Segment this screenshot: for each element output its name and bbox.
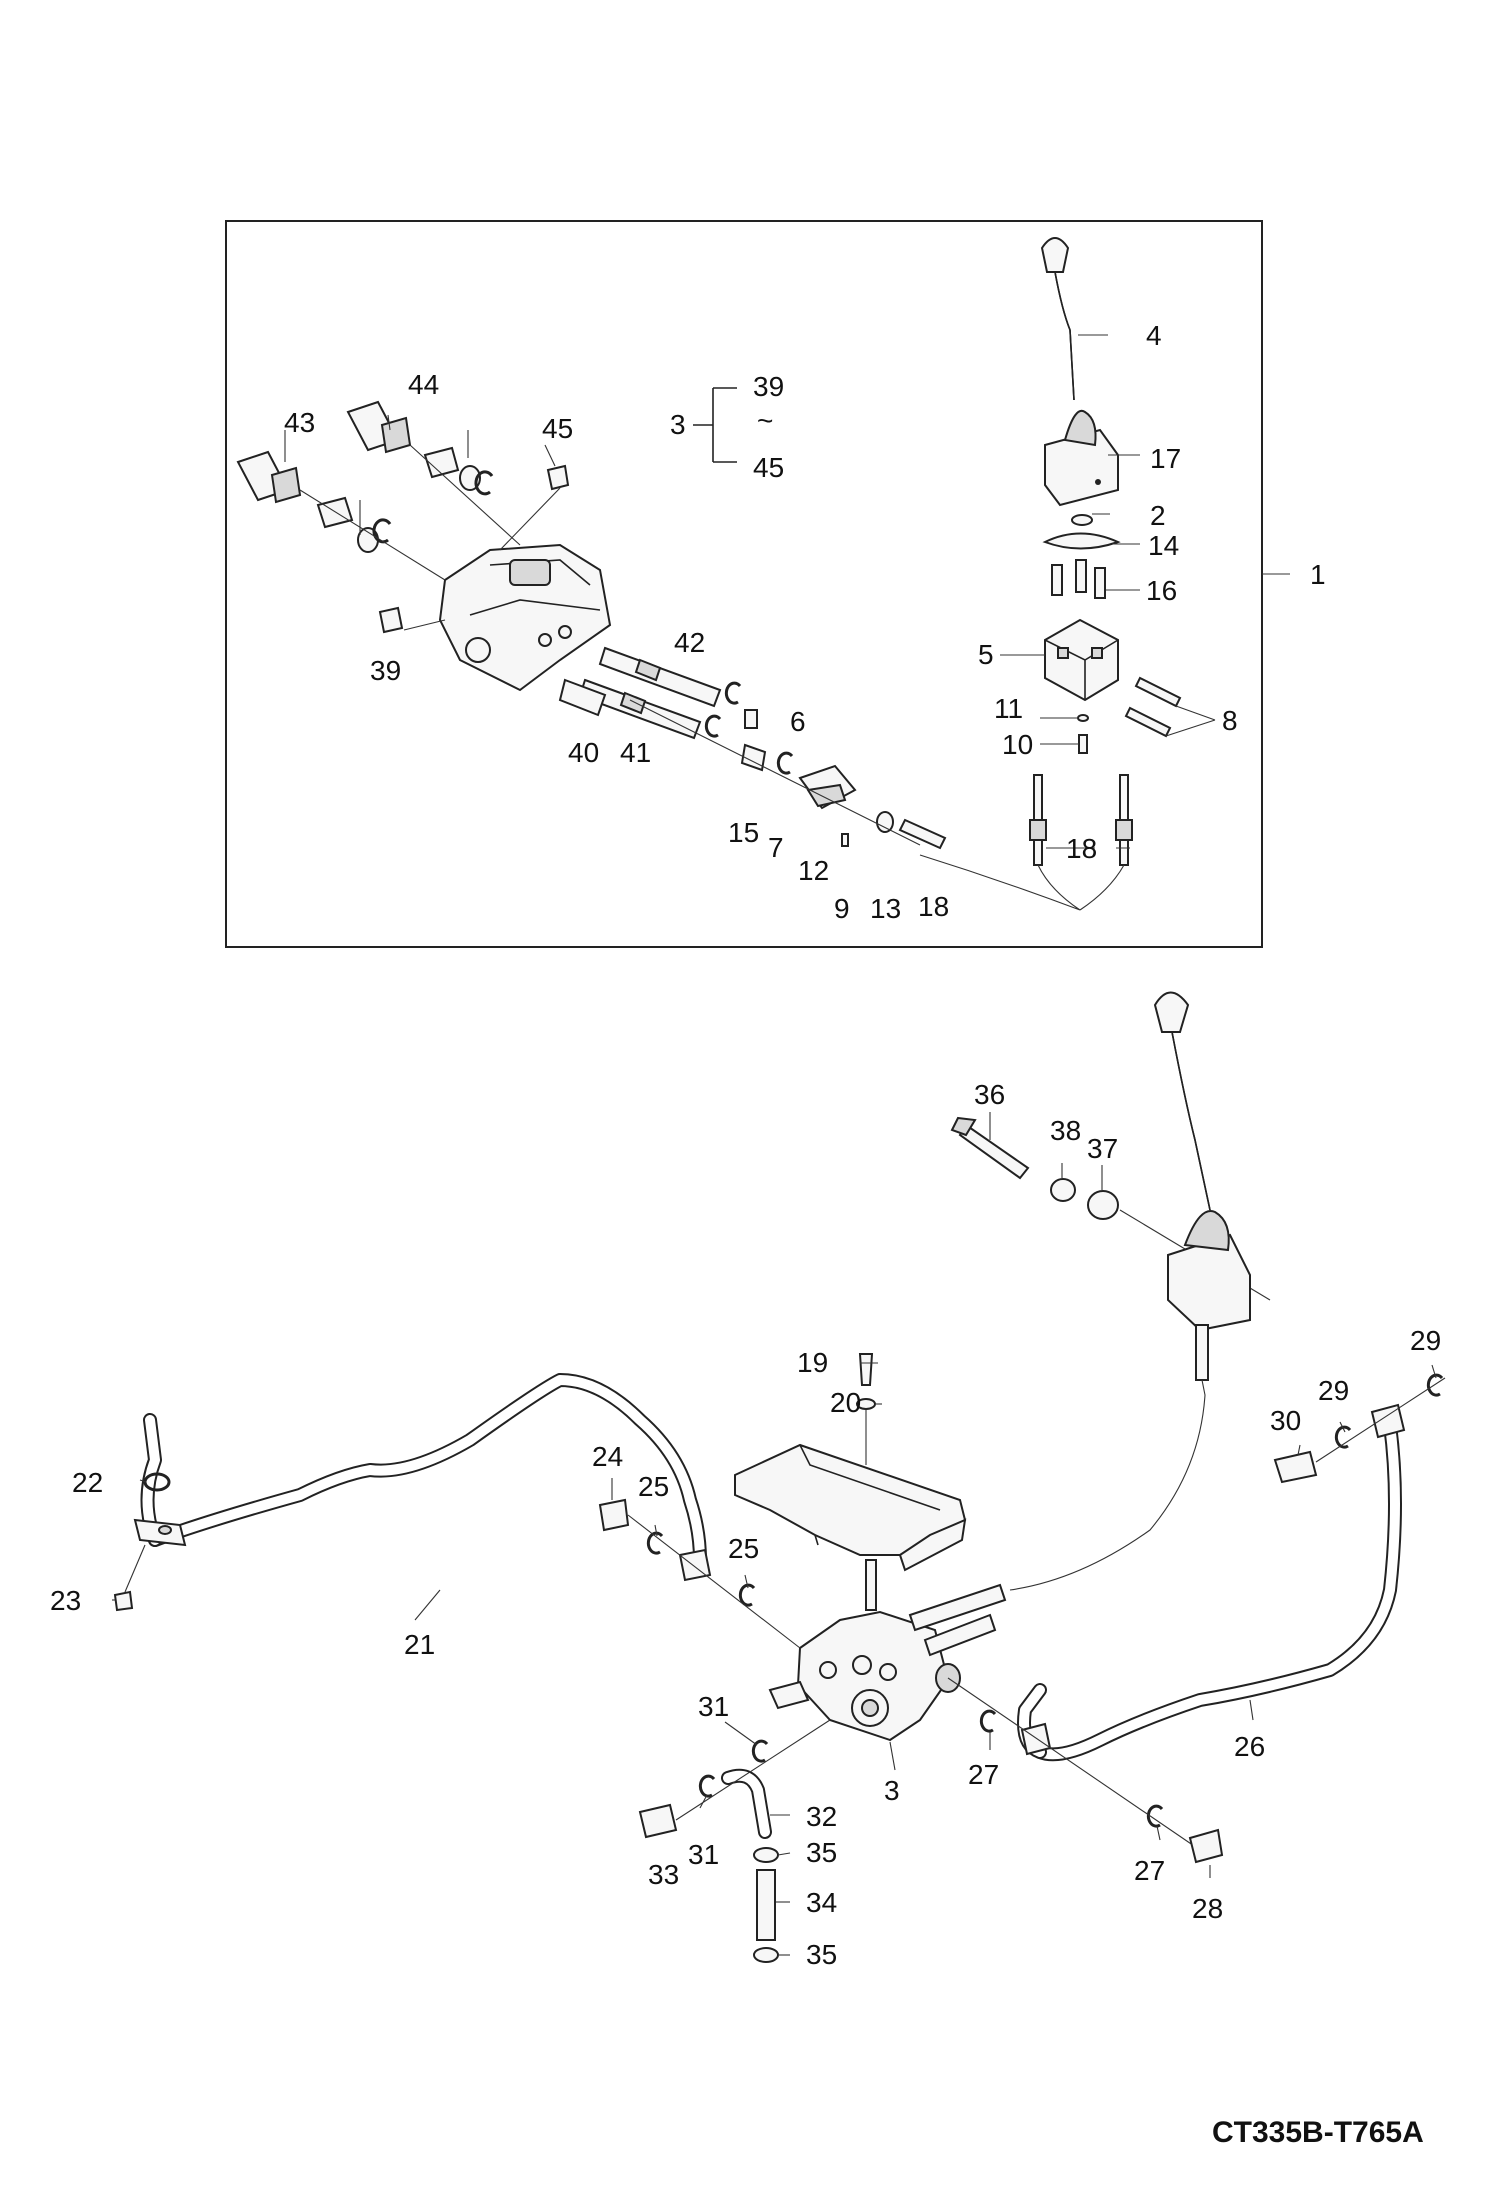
callout-44: 44 — [408, 369, 439, 400]
callout-27b: 27 — [1134, 1855, 1165, 1886]
callout-6: 6 — [790, 706, 806, 737]
callout-8: 8 — [1222, 705, 1238, 736]
callout-13: 13 — [870, 893, 901, 924]
kit-frame — [225, 220, 1263, 948]
callout-18a: 18 — [918, 891, 949, 922]
callout-16: 16 — [1146, 575, 1177, 606]
callout-12: 12 — [798, 855, 829, 886]
hydraulic-tube-21 — [133, 1373, 707, 1567]
callout-45: 45 — [542, 413, 573, 444]
callout-34: 34 — [806, 1887, 837, 1918]
installed-control-valve — [768, 1583, 1007, 1742]
callout-24: 24 — [592, 1441, 623, 1472]
range-tilde: ~ — [757, 405, 773, 436]
callout-1: 1 — [1310, 559, 1326, 590]
control-lever — [1040, 237, 1075, 401]
callout-9: 9 — [834, 893, 850, 924]
drawing-code: CT335B-T765A — [1212, 2116, 1424, 2149]
lever-boot — [1044, 409, 1119, 507]
control-valve-kit-detail: 3 39 ~ 45 — [225, 220, 1290, 948]
callout-21: 21 — [404, 1629, 435, 1660]
range-to: 45 — [753, 452, 784, 483]
callout-40: 40 — [568, 737, 599, 768]
callout-20: 20 — [830, 1387, 861, 1418]
range-from: 39 — [753, 371, 784, 402]
callout-26: 26 — [1234, 1731, 1265, 1762]
callout-23: 23 — [50, 1585, 81, 1616]
callout-22: 22 — [72, 1467, 103, 1498]
callout-18b: 18 — [1066, 833, 1097, 864]
detent-assembly-43 — [236, 450, 446, 581]
callout-7: 7 — [768, 832, 784, 863]
callout-43: 43 — [284, 407, 315, 438]
callout-25b: 25 — [728, 1533, 759, 1564]
installed-control-lever — [1009, 991, 1251, 1591]
callout-25a: 25 — [638, 1471, 669, 1502]
callout-5: 5 — [978, 639, 994, 670]
callout-35a: 35 — [806, 1837, 837, 1868]
callout-32: 32 — [806, 1801, 837, 1832]
callout-38: 38 — [1050, 1115, 1081, 1146]
callout-17: 17 — [1150, 443, 1181, 474]
callout-28: 28 — [1192, 1893, 1223, 1924]
callout-4: 4 — [1146, 320, 1162, 351]
callout-labels: 1 2 4 17 14 16 5 8 11 10 18 44 43 45 39 … — [50, 320, 1441, 1970]
callout-27a: 27 — [968, 1759, 999, 1790]
callout-2: 2 — [1150, 500, 1166, 531]
callout-37: 37 — [1087, 1133, 1118, 1164]
callout-39: 39 — [370, 655, 401, 686]
callout-36: 36 — [974, 1079, 1005, 1110]
hydraulic-tube-26 — [1017, 1418, 1402, 1762]
callout-31b: 31 — [688, 1839, 719, 1870]
range-main: 3 — [670, 409, 686, 440]
callout-35b: 35 — [806, 1939, 837, 1970]
lever-base-block — [1044, 618, 1119, 702]
detent-assembly-44 — [346, 400, 521, 546]
push-pull-cables — [919, 774, 1133, 911]
installed-assembly-view — [112, 991, 1446, 1963]
callout-29a: 29 — [1318, 1375, 1349, 1406]
callout-29b: 29 — [1410, 1325, 1441, 1356]
callout-41: 41 — [620, 737, 651, 768]
callout-19: 19 — [797, 1347, 828, 1378]
callout-3-bottom: 3 — [884, 1775, 900, 1806]
callout-42: 42 — [674, 627, 705, 658]
mounting-bracket — [734, 1443, 967, 1611]
callout-14: 14 — [1148, 530, 1179, 561]
callout-31a: 31 — [698, 1691, 729, 1722]
range-note: 3 39 ~ 45 — [670, 371, 784, 483]
control-valve-body — [438, 543, 612, 692]
callout-30: 30 — [1270, 1405, 1301, 1436]
callout-33: 33 — [648, 1859, 679, 1890]
callout-15: 15 — [728, 817, 759, 848]
callout-11: 11 — [994, 693, 1023, 724]
callout-10: 10 — [1002, 729, 1033, 760]
